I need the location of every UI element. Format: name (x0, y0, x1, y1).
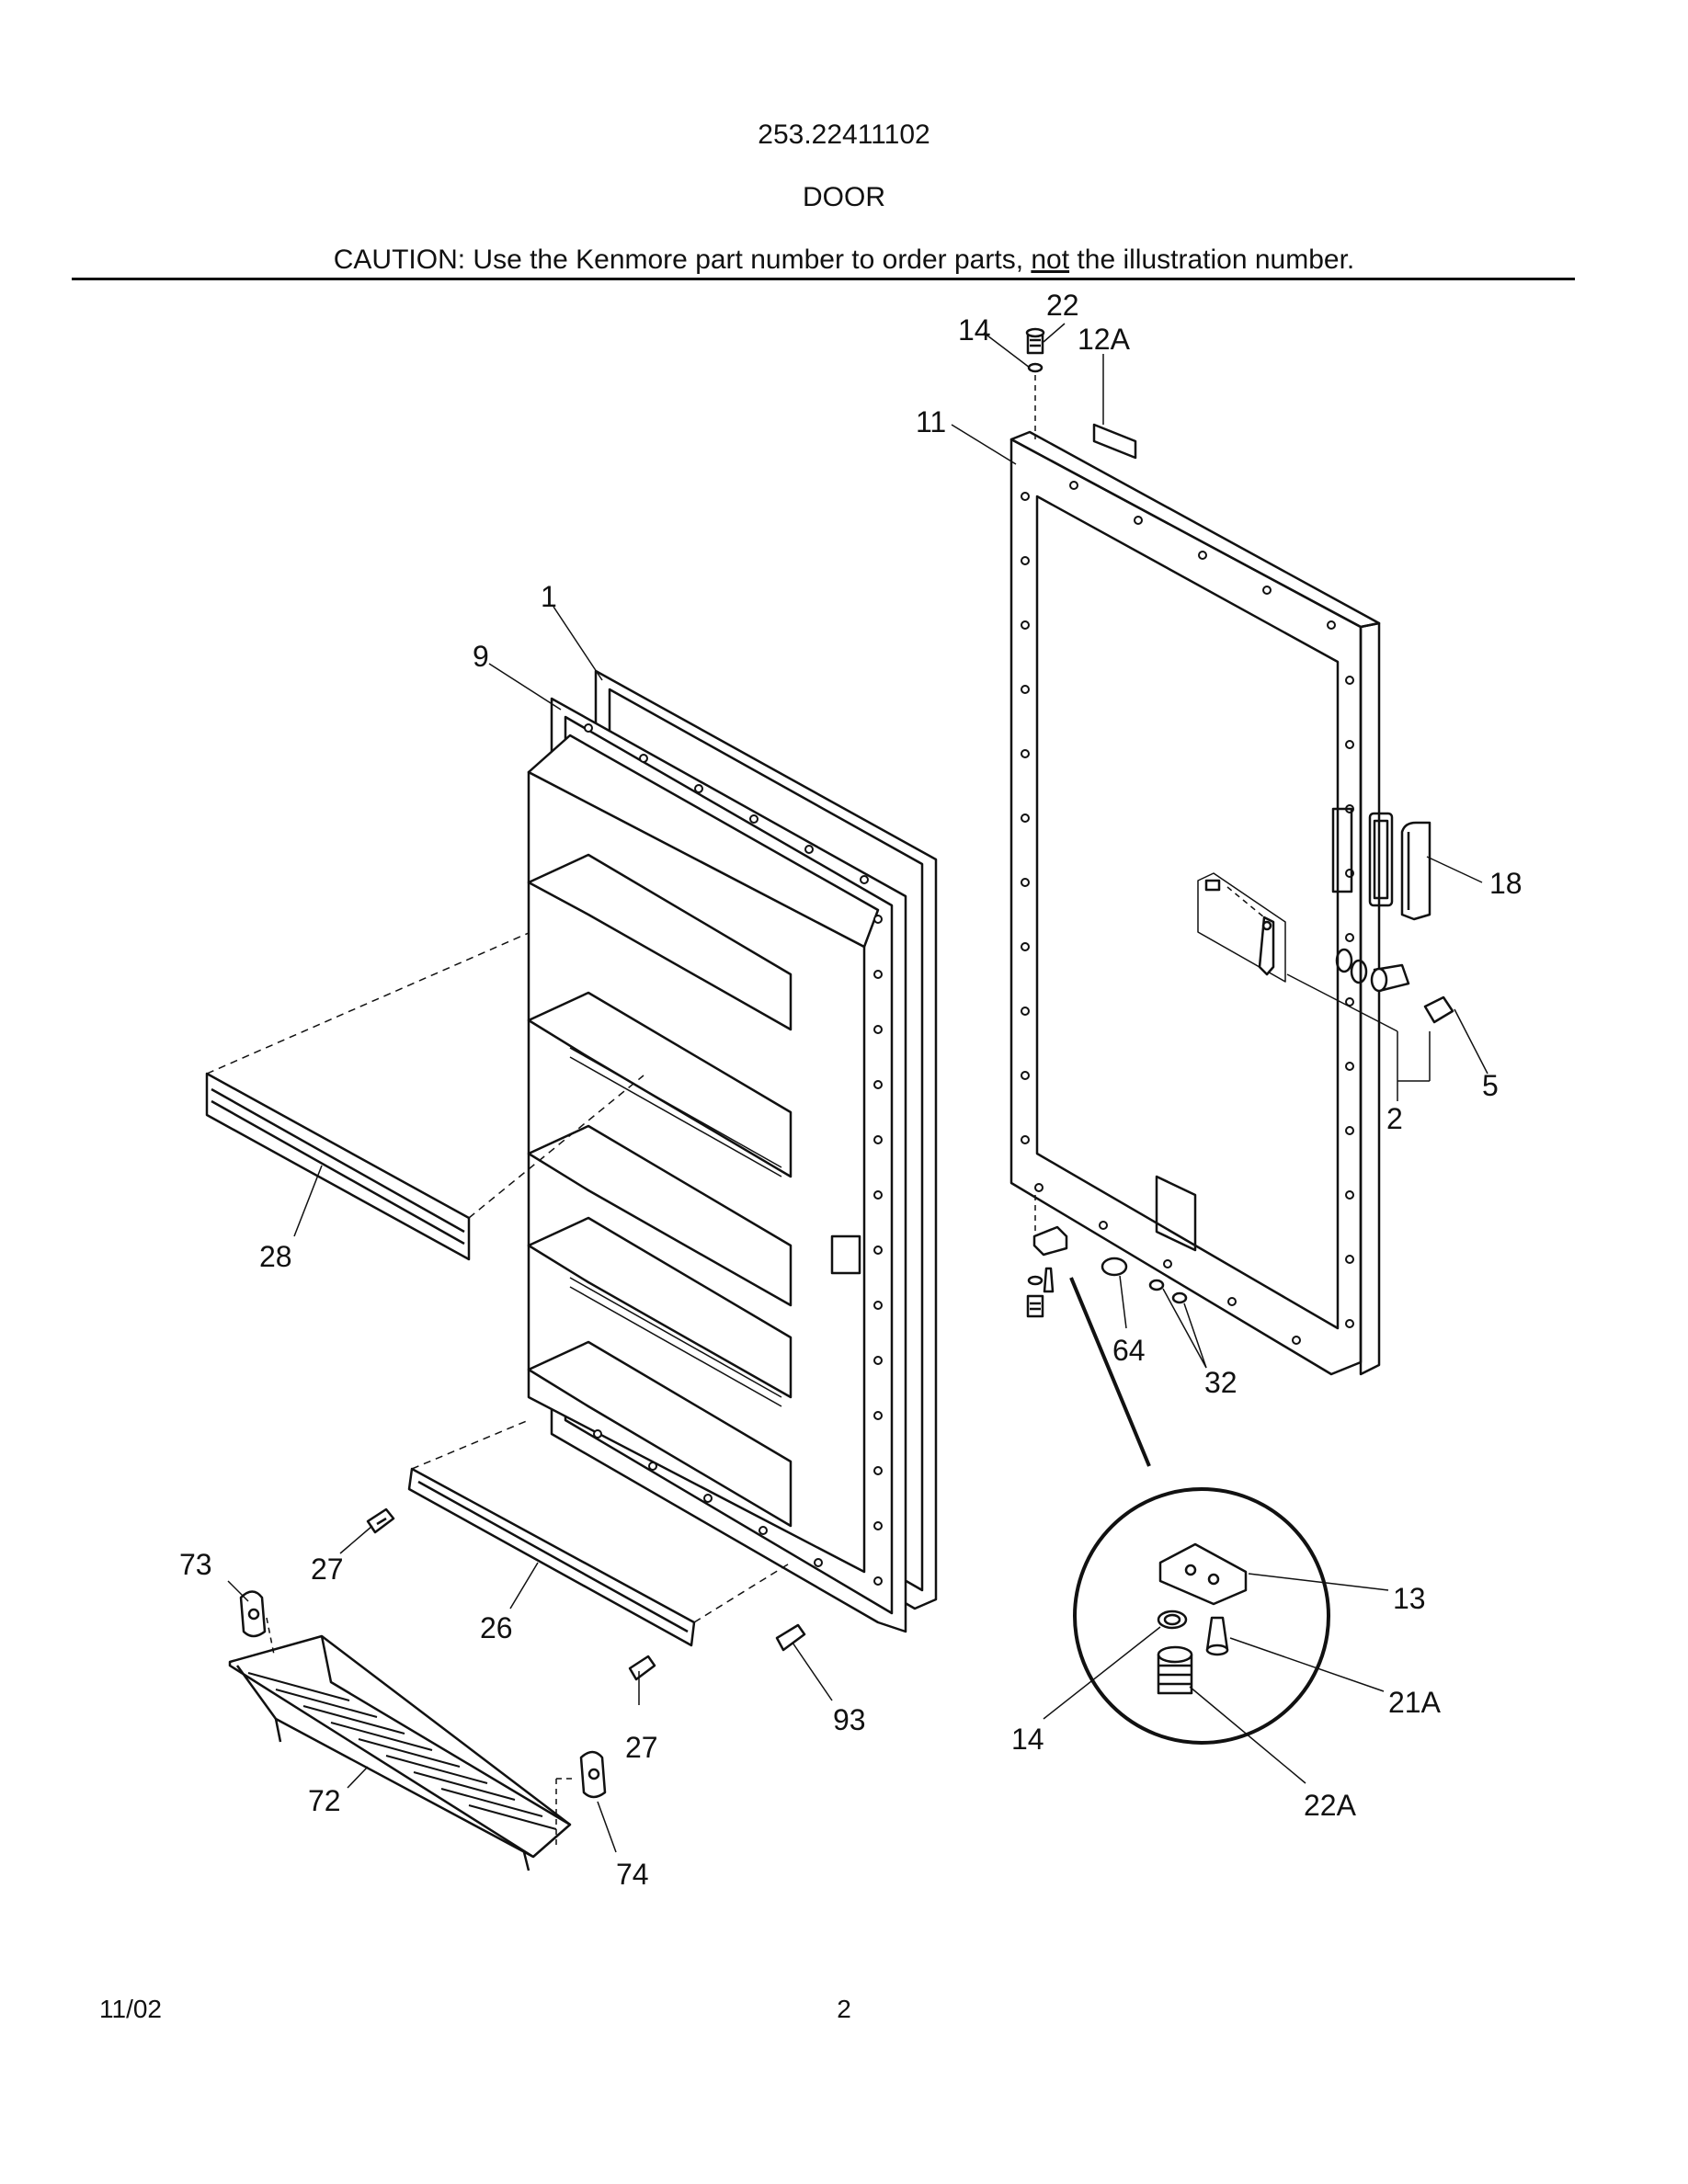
callout-11: 11 (916, 405, 946, 438)
section-title: DOOR (803, 182, 885, 212)
liner-shelves (527, 853, 793, 1528)
callout-13: 13 (1393, 1582, 1426, 1615)
callout-5: 5 (1482, 1069, 1499, 1102)
footer-page-number: 2 (837, 1995, 851, 2023)
bottom-tab-recess (1155, 1175, 1197, 1252)
outer-door-panel (1009, 430, 1381, 1376)
basket-clip-left (239, 1590, 275, 1655)
callout-labels: 1 9 11 14 22 12A 18 5 2 28 64 32 13 21A … (179, 289, 1523, 1891)
callout-64: 64 (1112, 1334, 1146, 1367)
lock-hole (1335, 948, 1353, 973)
caution-text-emphasis: not (1031, 245, 1070, 275)
bottom-washers (1148, 1279, 1188, 1304)
callout-14-top: 14 (958, 313, 991, 347)
bottom-cap-plug (1101, 1257, 1128, 1277)
caution-note: CAUTION: Use the Kenmore part number to … (0, 245, 1688, 276)
top-hinge-screw (1025, 327, 1045, 355)
bottom-hinge-parts (1026, 1195, 1068, 1318)
callout-22: 22 (1046, 289, 1079, 322)
basket-clip-right (555, 1750, 607, 1848)
trim-screw-left (366, 1507, 395, 1534)
liner-shelf-ribs (569, 1047, 782, 1407)
handle-recess (1331, 807, 1353, 893)
upper-shelf-rail (205, 932, 644, 1261)
label-plate (1092, 423, 1137, 460)
callout-2: 2 (1386, 1102, 1403, 1135)
caution-text-suffix: the illustration number. (1069, 245, 1355, 275)
footer-date: 11/02 (99, 1995, 162, 2023)
callout-72: 72 (308, 1784, 341, 1817)
callout-26: 26 (480, 1611, 513, 1644)
door-handle (1368, 812, 1431, 921)
trim-screw-bottom (628, 1655, 656, 1681)
callout-21a: 21A (1388, 1686, 1442, 1719)
callout-18: 18 (1489, 867, 1523, 900)
header-rule (72, 278, 1575, 280)
door-basket (228, 1634, 572, 1871)
liner-screw-holes (584, 723, 883, 1586)
callout-14-detail: 14 (1011, 1723, 1044, 1756)
outer-panel-screw-holes (1021, 481, 1354, 1345)
door-inner-liner (527, 697, 907, 1633)
callout-93: 93 (833, 1703, 866, 1736)
callout-27-bottom: 27 (625, 1731, 658, 1764)
liner-hinge-tab (830, 1234, 861, 1275)
callout-9: 9 (473, 640, 489, 673)
callout-1: 1 (541, 580, 557, 613)
lock-assembly (1197, 872, 1454, 1082)
callout-74: 74 (616, 1858, 649, 1891)
callout-27-left: 27 (311, 1553, 344, 1586)
callout-28: 28 (259, 1240, 292, 1273)
callout-22a: 22A (1304, 1789, 1357, 1822)
leader-lines (227, 323, 1488, 1853)
caution-text-prefix: CAUTION: Use the Kenmore part number to … (333, 245, 1032, 275)
callout-32: 32 (1204, 1366, 1237, 1399)
hinge-detail-view (1073, 1487, 1330, 1745)
callout-73: 73 (179, 1548, 212, 1581)
model-number: 253.22411102 (758, 119, 930, 150)
callout-12a: 12A (1078, 323, 1131, 356)
liner-screw-93 (775, 1623, 806, 1652)
top-washer (1027, 362, 1044, 373)
lower-trim-strip (407, 1419, 792, 1647)
